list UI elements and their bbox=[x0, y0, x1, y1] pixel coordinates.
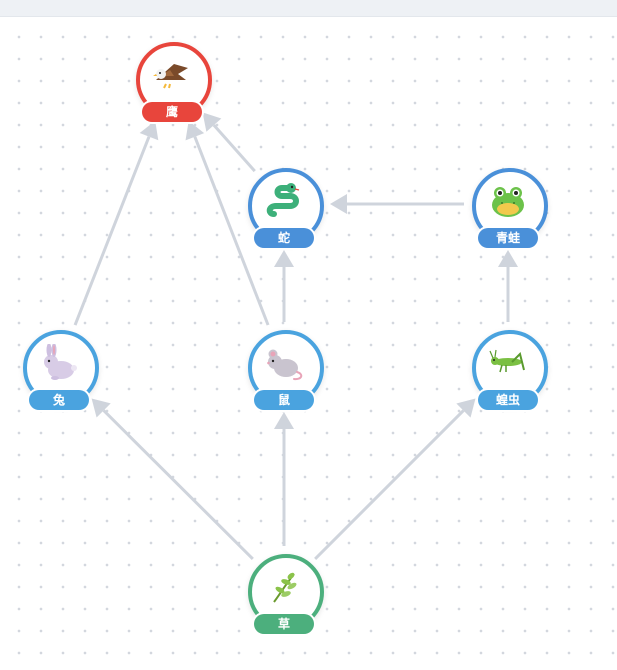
node-snake[interactable]: 蛇 bbox=[246, 166, 326, 254]
node-rabbit[interactable]: 兔 bbox=[21, 328, 101, 416]
arrowhead-rabbit-to-eagle bbox=[139, 120, 159, 141]
node-grasshopper[interactable]: 蝗虫 bbox=[470, 328, 550, 416]
node-mouse[interactable]: 鼠 bbox=[246, 328, 326, 416]
edge-mouse-to-eagle bbox=[193, 136, 270, 326]
rabbit-icon bbox=[21, 340, 97, 384]
arrowhead-grass-to-grasshopper bbox=[456, 398, 476, 418]
grasshopper-icon bbox=[470, 340, 546, 384]
snake-icon bbox=[246, 178, 322, 222]
node-grass[interactable]: 草 bbox=[246, 552, 326, 640]
eagle-icon bbox=[134, 52, 210, 96]
arrowhead-snake-to-eagle bbox=[202, 112, 222, 132]
edge-snake-to-eagle bbox=[212, 124, 256, 173]
arrowhead-grasshopper-to-frog bbox=[498, 250, 518, 267]
edge-grass-to-rabbit bbox=[102, 409, 254, 561]
grass-icon bbox=[246, 564, 322, 608]
arrowhead-mouse-to-eagle bbox=[185, 120, 205, 141]
top-strip bbox=[0, 0, 617, 17]
edge-grass-to-grasshopper bbox=[314, 409, 465, 560]
mouse-icon bbox=[246, 340, 322, 384]
arrowhead-grass-to-mouse bbox=[274, 412, 294, 429]
node-snake-label: 蛇 bbox=[254, 228, 314, 248]
edge-rabbit-to-eagle bbox=[73, 136, 151, 326]
node-mouse-label: 鼠 bbox=[254, 390, 314, 410]
node-rabbit-label: 兔 bbox=[29, 390, 89, 410]
node-eagle-label: 鹰 bbox=[142, 102, 202, 122]
arrowhead-frog-to-snake bbox=[330, 194, 347, 214]
frog-icon bbox=[470, 178, 546, 222]
arrowhead-grass-to-rabbit bbox=[91, 398, 111, 418]
node-frog-label: 青蛙 bbox=[478, 228, 538, 248]
node-grasshopper-label: 蝗虫 bbox=[478, 390, 538, 410]
node-grass-label: 草 bbox=[254, 614, 314, 634]
arrowhead-mouse-to-snake bbox=[274, 250, 294, 267]
node-frog[interactable]: 青蛙 bbox=[470, 166, 550, 254]
node-eagle[interactable]: 鹰 bbox=[134, 40, 214, 128]
